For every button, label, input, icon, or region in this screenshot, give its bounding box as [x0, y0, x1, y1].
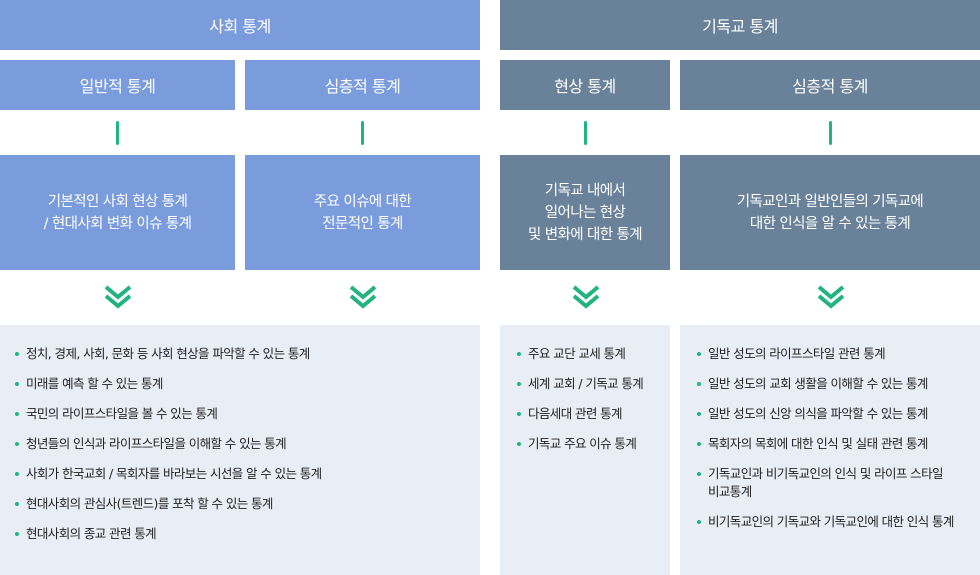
- general-stats-label: 일반적 통계: [0, 60, 235, 110]
- social-stats-list: 정치, 경제, 사회, 문화 등 사회 현상을 파악할 수 있는 통계 미래를 …: [14, 345, 480, 543]
- list-item: 비기독교인의 기독교와 기독교인에 대한 인식 통계: [696, 513, 966, 531]
- in-depth-christian-list-panel: 일반 성도의 라이프스타일 관련 통계 일반 성도의 교회 생활을 이해할 수 …: [680, 325, 980, 575]
- connector-line: [584, 121, 587, 145]
- list-item: 일반 성도의 라이프스타일 관련 통계: [696, 345, 968, 363]
- double-chevron-down-icon: [572, 285, 600, 309]
- list-item: 기독교 주요 이슈 통계: [516, 435, 670, 453]
- in-depth-social-desc: 주요 이슈에 대한 전문적인 통계: [245, 155, 480, 270]
- list-item: 목회자의 목회에 대한 인식 및 실태 관련 통계: [696, 435, 968, 453]
- double-chevron-down-icon: [104, 285, 132, 309]
- double-chevron-down-icon: [349, 285, 377, 309]
- list-item: 일반 성도의 신앙 의식을 파악할 수 있는 통계: [696, 405, 968, 423]
- in-depth-christian-stats-label: 심층적 통계: [680, 60, 980, 110]
- phenomenon-stats-label: 현상 통계: [500, 60, 670, 110]
- list-item: 국민의 라이프스타일을 볼 수 있는 통계: [14, 405, 480, 423]
- in-depth-social-stats-label: 심층적 통계: [245, 60, 480, 110]
- list-item: 주요 교단 교세 통계: [516, 345, 670, 363]
- phenomenon-stats-desc: 기독교 내에서 일어나는 현상 및 변화에 대한 통계: [500, 155, 670, 270]
- list-item: 정치, 경제, 사회, 문화 등 사회 현상을 파악할 수 있는 통계: [14, 345, 480, 363]
- social-stats-list-panel: 정치, 경제, 사회, 문화 등 사회 현상을 파악할 수 있는 통계 미래를 …: [0, 325, 480, 575]
- phenomenon-stats-list-panel: 주요 교단 교세 통계 세계 교회 / 기독교 통계 다음세대 관련 통계 기독…: [500, 325, 670, 575]
- christian-stats-header: 기독교 통계: [500, 0, 980, 50]
- list-item: 다음세대 관련 통계: [516, 405, 670, 423]
- list-item: 미래를 예측 할 수 있는 통계: [14, 375, 480, 393]
- double-chevron-down-icon: [817, 285, 845, 309]
- list-item: 기독교인과 비기독교인의 인식 및 라이프 스타일 비교통계: [696, 465, 946, 501]
- social-stats-header: 사회 통계: [0, 0, 480, 50]
- in-depth-christian-list: 일반 성도의 라이프스타일 관련 통계 일반 성도의 교회 생활을 이해할 수 …: [696, 345, 968, 531]
- general-stats-desc: 기본적인 사회 현상 통계 / 현대사회 변화 이슈 통계: [0, 155, 235, 270]
- list-item: 세계 교회 / 기독교 통계: [516, 375, 670, 393]
- list-item: 현대사회의 종교 관련 통계: [14, 525, 480, 543]
- phenomenon-stats-list: 주요 교단 교세 통계 세계 교회 / 기독교 통계 다음세대 관련 통계 기독…: [516, 345, 670, 453]
- connector-line: [829, 121, 832, 145]
- connector-line: [361, 121, 364, 145]
- list-item: 사회가 한국교회 / 목회자를 바라보는 시선을 알 수 있는 통계: [14, 465, 480, 483]
- connector-line: [116, 121, 119, 145]
- list-item: 청년들의 인식과 라이프스타일을 이해할 수 있는 통계: [14, 435, 480, 453]
- in-depth-christian-desc: 기독교인과 일반인들의 기독교에 대한 인식을 알 수 있는 통계: [680, 155, 980, 270]
- list-item: 일반 성도의 교회 생활을 이해할 수 있는 통계: [696, 375, 968, 393]
- list-item: 현대사회의 관심사(트렌드)를 포착 할 수 있는 통계: [14, 495, 480, 513]
